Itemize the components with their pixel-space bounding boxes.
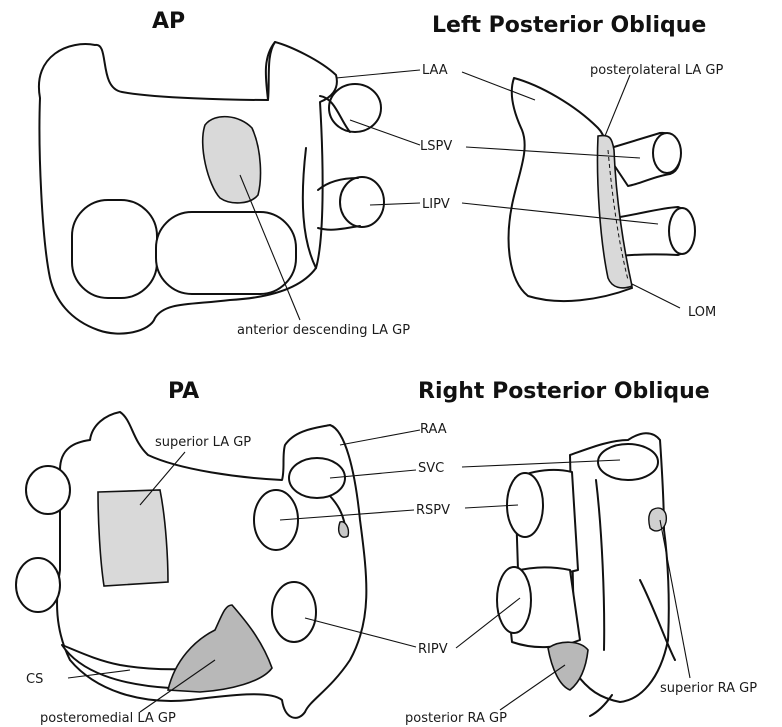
leader-posterior-ra [500, 665, 565, 710]
ap-lower-pulmonary-vein [340, 177, 384, 227]
label-posterior-ra: posterior RA GP [405, 711, 507, 726]
ap-left-opening [72, 200, 157, 298]
title-pa: PA [168, 379, 199, 404]
title-ap: AP [152, 9, 185, 34]
title-lpo: Left Posterior Oblique [432, 13, 706, 38]
leader-raa [340, 430, 420, 445]
pa-left-lower-vein [16, 558, 60, 612]
label-superior-la: superior LA GP [155, 435, 251, 450]
label-anterior-descending: anterior descending LA GP [237, 323, 410, 338]
leader-laa-ap [336, 70, 420, 78]
rpo-superior-ra-gp [649, 508, 667, 531]
pa-superior-la-gp [98, 490, 168, 586]
rpo-ripv-cap [497, 567, 531, 633]
label-ripv: RIPV [418, 642, 448, 657]
label-posteromedial: posteromedial LA GP [40, 711, 176, 726]
rpo-view [497, 433, 675, 716]
leader-lom [632, 284, 680, 308]
rpo-svc [598, 444, 658, 480]
label-lom: LOM [688, 305, 716, 320]
label-raa: RAA [420, 422, 447, 437]
pa-view [16, 412, 366, 718]
label-laa: LAA [422, 63, 448, 78]
pa-left-upper-vein [26, 466, 70, 514]
pa-ripv [272, 582, 316, 642]
ap-upper-pulmonary-vein [329, 84, 381, 132]
label-rspv: RSPV [416, 503, 450, 518]
label-lspv: LSPV [420, 139, 452, 154]
label-cs: CS [26, 672, 43, 687]
ap-view [39, 42, 384, 334]
label-posterolateral: posterolateral LA GP [590, 63, 723, 78]
lpo-view [509, 78, 695, 301]
label-svc: SVC [418, 461, 444, 476]
label-lipv: LIPV [422, 197, 450, 212]
lpo-upper-vein-cap [653, 133, 681, 173]
pa-rspv [254, 490, 298, 550]
title-rpo: Right Posterior Oblique [418, 379, 710, 404]
leader-posterolateral [605, 75, 630, 136]
pa-svc [289, 458, 345, 498]
ap-right-opening [156, 212, 296, 294]
rpo-posterior-ra-gp [548, 642, 588, 690]
lpo-lower-vein-cap [669, 208, 695, 254]
label-superior-ra: superior RA GP [660, 681, 757, 696]
